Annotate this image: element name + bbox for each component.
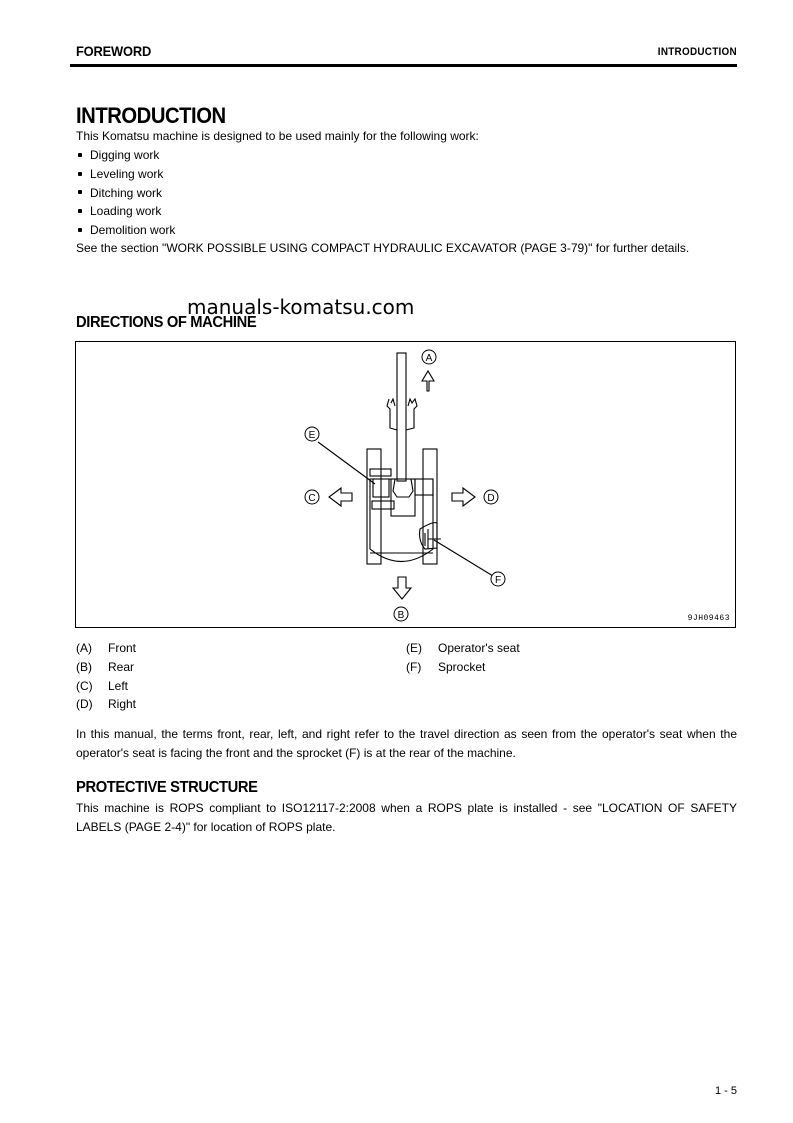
directions-figure: A B C D E F 9JH09463 bbox=[75, 341, 736, 628]
svg-text:F: F bbox=[495, 575, 501, 586]
bullet-icon bbox=[78, 228, 82, 233]
legend-right: (E)Operator's seat (F)Sprocket bbox=[406, 639, 520, 677]
list-item: Demolition work bbox=[78, 221, 175, 240]
figure-code: 9JH09463 bbox=[687, 614, 730, 623]
svg-text:E: E bbox=[309, 430, 316, 441]
page-number: 1 - 5 bbox=[714, 1085, 737, 1097]
svg-text:A: A bbox=[426, 353, 433, 364]
arrow-right-icon bbox=[451, 486, 476, 508]
list-item: Loading work bbox=[78, 202, 175, 221]
callout-f bbox=[490, 571, 506, 587]
header-section: FOREWORD bbox=[76, 43, 152, 59]
protective-body: This machine is ROPS compliant to ISO121… bbox=[76, 801, 737, 834]
header-chapter: INTRODUCTION bbox=[657, 46, 737, 58]
callout-e bbox=[304, 426, 320, 442]
svg-text:D: D bbox=[487, 493, 494, 504]
legend-item: (E)Operator's seat bbox=[406, 641, 520, 655]
callout-a bbox=[421, 349, 437, 365]
boom-shape bbox=[396, 352, 407, 482]
legend-item: (A)Front bbox=[76, 641, 137, 655]
svg-text:B: B bbox=[398, 610, 405, 621]
directions-title: DIRECTIONS OF MACHINE bbox=[76, 314, 257, 331]
bullet-icon bbox=[78, 152, 82, 157]
callout-d bbox=[483, 489, 499, 505]
svg-text:C: C bbox=[308, 493, 315, 504]
arrow-down-icon bbox=[391, 576, 413, 600]
protective-title: PROTECTIVE STRUCTURE bbox=[76, 779, 258, 796]
list-item: Digging work bbox=[78, 146, 175, 165]
bullet-icon bbox=[78, 190, 82, 195]
legend-item: (F)Sprocket bbox=[406, 659, 486, 674]
legend-item: (B)Rear bbox=[76, 659, 135, 674]
callout-c bbox=[304, 489, 320, 505]
header-rule bbox=[70, 64, 737, 67]
introduction-title: INTRODUCTION bbox=[76, 103, 226, 128]
bullet-icon bbox=[78, 209, 82, 214]
bullet-icon bbox=[78, 171, 82, 176]
list-item: Leveling work bbox=[78, 165, 175, 184]
legend-item: (D)Right bbox=[76, 697, 137, 712]
legend-left: (A)Front (B)Rear (C)Left (D)Right bbox=[76, 639, 136, 714]
callout-b bbox=[393, 606, 409, 622]
arrow-up-icon bbox=[421, 369, 435, 392]
directions-note: In this manual, the terms front, rear, l… bbox=[76, 727, 737, 760]
arrow-left-icon bbox=[328, 486, 353, 508]
excavator-diagram: A B C D E F bbox=[304, 349, 506, 622]
work-list: Digging work Leveling work Ditching work… bbox=[78, 146, 175, 240]
see-also-text: See the section "WORK POSSIBLE USING COM… bbox=[76, 241, 690, 255]
legend-item: (C)Left bbox=[76, 678, 129, 693]
introduction-lead: This Komatsu machine is designed to be u… bbox=[76, 129, 479, 143]
list-item: Ditching work bbox=[78, 184, 175, 203]
watermark: manuals-komatsu.com bbox=[187, 295, 415, 319]
